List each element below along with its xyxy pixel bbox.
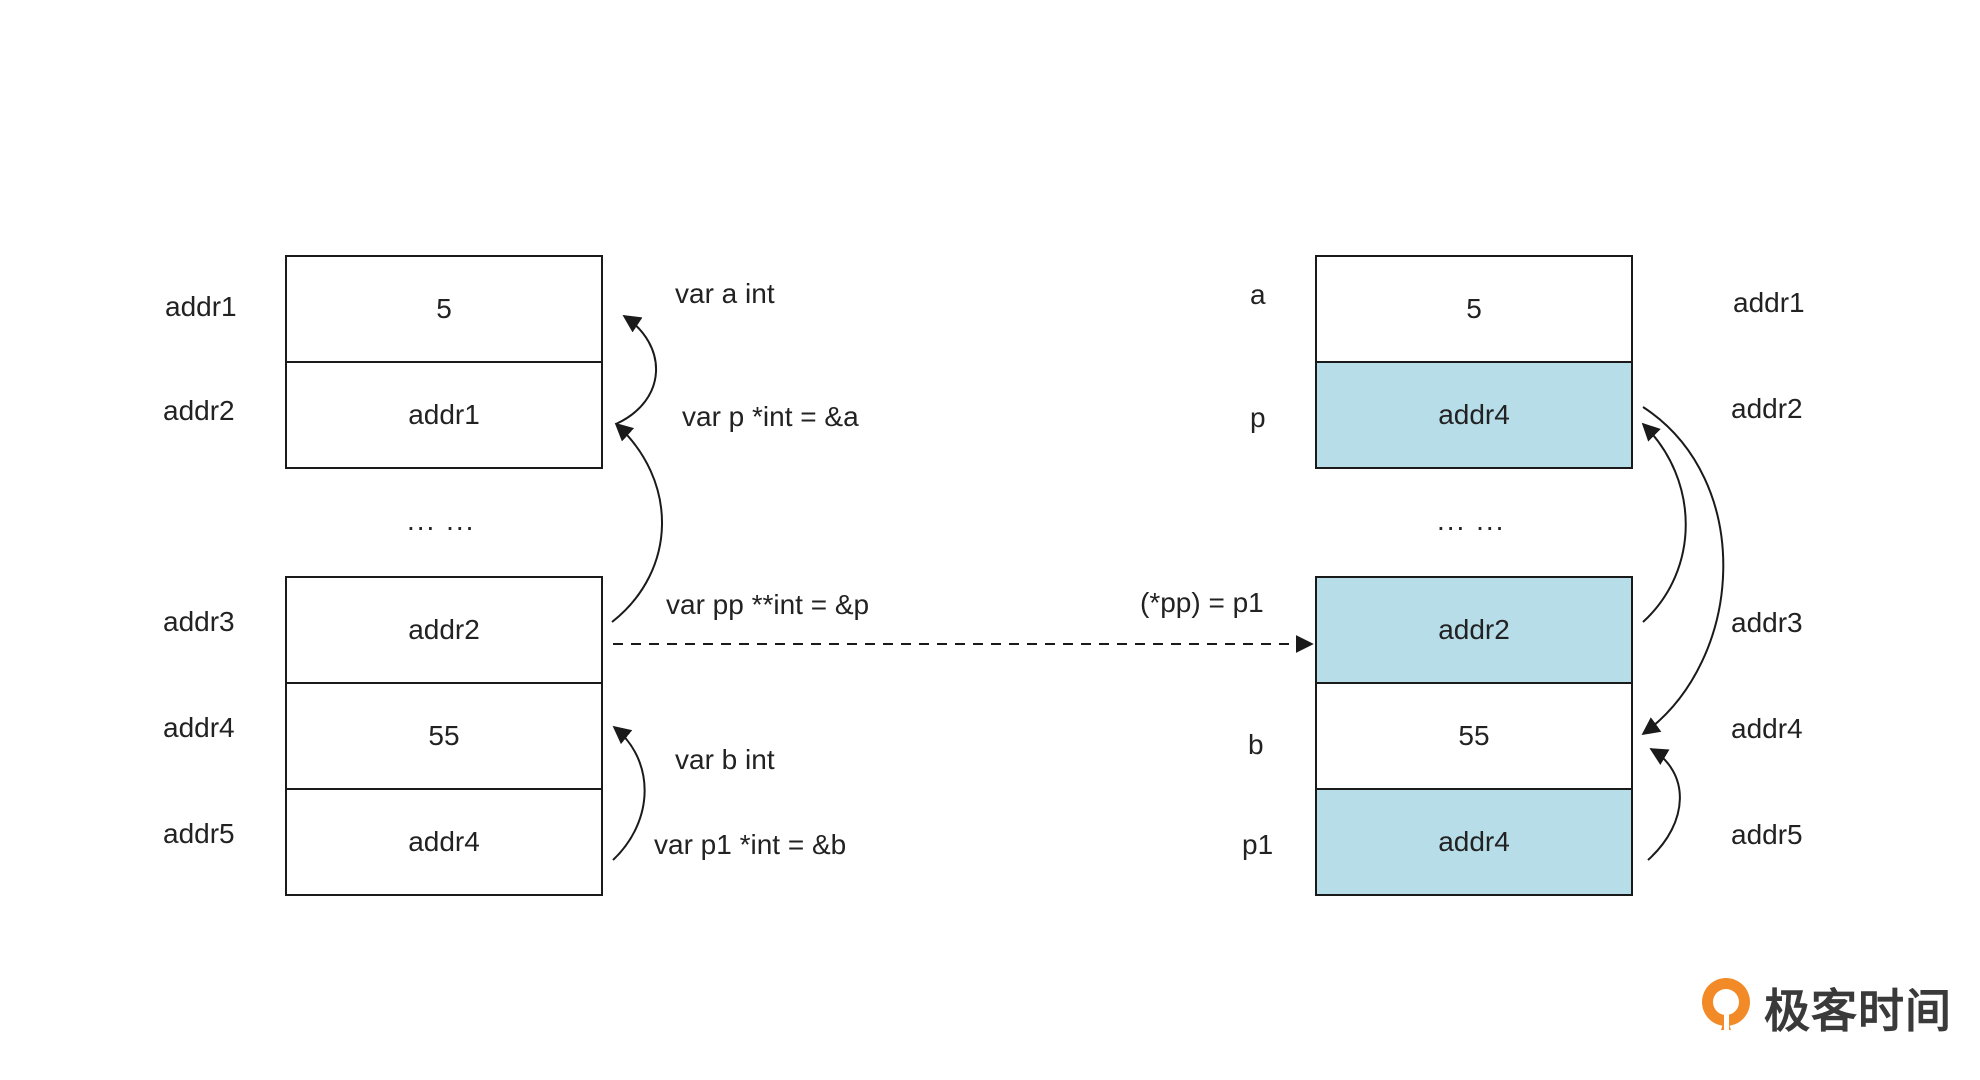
decl-var-b: var b int <box>675 744 775 775</box>
right-address-5: addr5 <box>1731 819 1803 850</box>
right-cell-p1: addr4 <box>1315 788 1633 896</box>
right-name-a: a <box>1250 279 1266 310</box>
arrow-pp-to-p-right <box>1641 422 1687 623</box>
arrow-p1-to-b <box>612 725 646 861</box>
operation-label: (*pp) = p1 <box>1140 587 1264 618</box>
right-cell-a: 5 <box>1315 255 1633 363</box>
left-ellipsis: ... ... <box>407 505 476 536</box>
logo-icon <box>1695 970 1765 1040</box>
left-address-1: addr1 <box>165 291 237 322</box>
right-cell-pp: addr2 <box>1315 576 1633 684</box>
logo-text: 极客时间 <box>1764 985 1952 1037</box>
arrow-p-to-b-right <box>1641 406 1725 736</box>
right-name-p1: p1 <box>1242 829 1274 860</box>
arrow-p-to-a <box>615 315 658 425</box>
left-cell-p: addr1 <box>285 361 603 469</box>
left-cell-b: 55 <box>285 682 603 790</box>
right-name-b: b <box>1248 729 1264 760</box>
decl-var-p1: var p1 *int = &b <box>654 829 847 860</box>
left-cell-a: 5 <box>285 255 603 363</box>
right-cell-b: 55 <box>1315 682 1633 790</box>
right-address-2: addr2 <box>1731 393 1803 424</box>
right-address-3: addr3 <box>1731 607 1803 638</box>
arrow-p1-to-b-right <box>1647 748 1681 861</box>
arrow-pp-to-p <box>611 422 663 623</box>
right-address-1: addr1 <box>1733 287 1805 318</box>
left-address-4: addr4 <box>163 712 235 743</box>
left-cell-pp: addr2 <box>285 576 603 684</box>
left-address-5: addr5 <box>163 818 235 849</box>
left-address-2: addr2 <box>163 395 235 426</box>
right-ellipsis: ... ... <box>1437 505 1506 536</box>
decl-var-pp: var pp **int = &p <box>666 589 870 620</box>
left-cell-p1: addr4 <box>285 788 603 896</box>
left-address-3: addr3 <box>163 606 235 637</box>
decl-var-a: var a int <box>675 278 775 309</box>
decl-var-p: var p *int = &a <box>682 401 859 432</box>
right-cell-p: addr4 <box>1315 361 1633 469</box>
right-address-4: addr4 <box>1731 713 1803 744</box>
right-name-p: p <box>1250 402 1266 433</box>
